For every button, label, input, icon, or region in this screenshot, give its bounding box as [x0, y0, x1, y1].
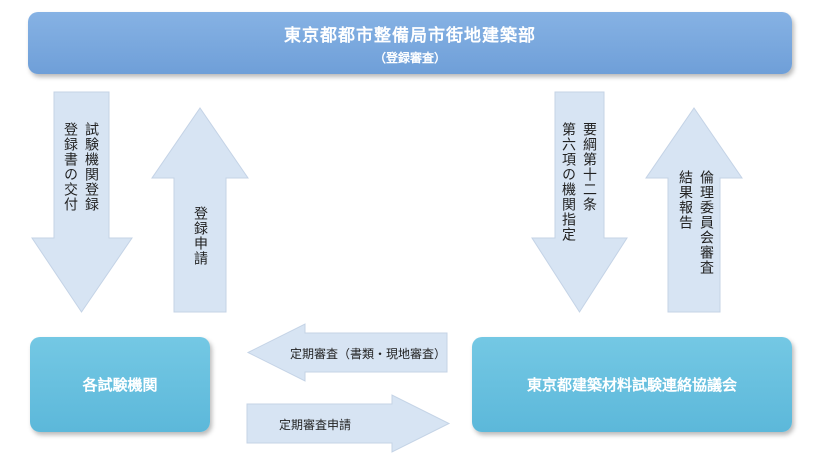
h-left-arrow-label: 定期審査（書類・現地審査）: [290, 347, 447, 361]
top-box-subtitle: （登録審査）: [373, 50, 446, 65]
council-box: 東京都建築材料試験連絡協議会: [472, 337, 792, 432]
arrow-up-right: [645, 107, 743, 313]
left-down-label-2: 登録書の交付: [62, 122, 78, 212]
left-box-label: 各試験機関: [82, 376, 158, 394]
arrow-up-left: [151, 107, 249, 313]
right-down-label-1: 要綱第十二条: [581, 122, 597, 212]
right-up-label-2: 結果報告: [677, 170, 693, 230]
city-planning-bureau-box: 東京都都市整備局市街地建築部 （登録審査）: [28, 12, 792, 74]
arrow-left-horizontal: [246, 323, 448, 382]
arrow-down-right: [531, 91, 628, 313]
h-right-arrow-label: 定期審査申請: [279, 418, 352, 432]
left-up-label: 登録申請: [192, 206, 208, 266]
left-down-label-1: 試験機関登録: [83, 122, 99, 212]
arrow-right-horizontal: [246, 394, 451, 453]
right-up-label-1: 倫理委員会審査: [698, 170, 714, 275]
top-box-title: 東京都都市整備局市街地建築部: [284, 25, 536, 46]
right-down-label-2: 第六項の機関指定: [560, 122, 576, 242]
testing-institutions-box: 各試験機関: [30, 337, 210, 432]
right-box-label: 東京都建築材料試験連絡協議会: [526, 376, 737, 394]
arrow-down-left: [31, 91, 133, 313]
